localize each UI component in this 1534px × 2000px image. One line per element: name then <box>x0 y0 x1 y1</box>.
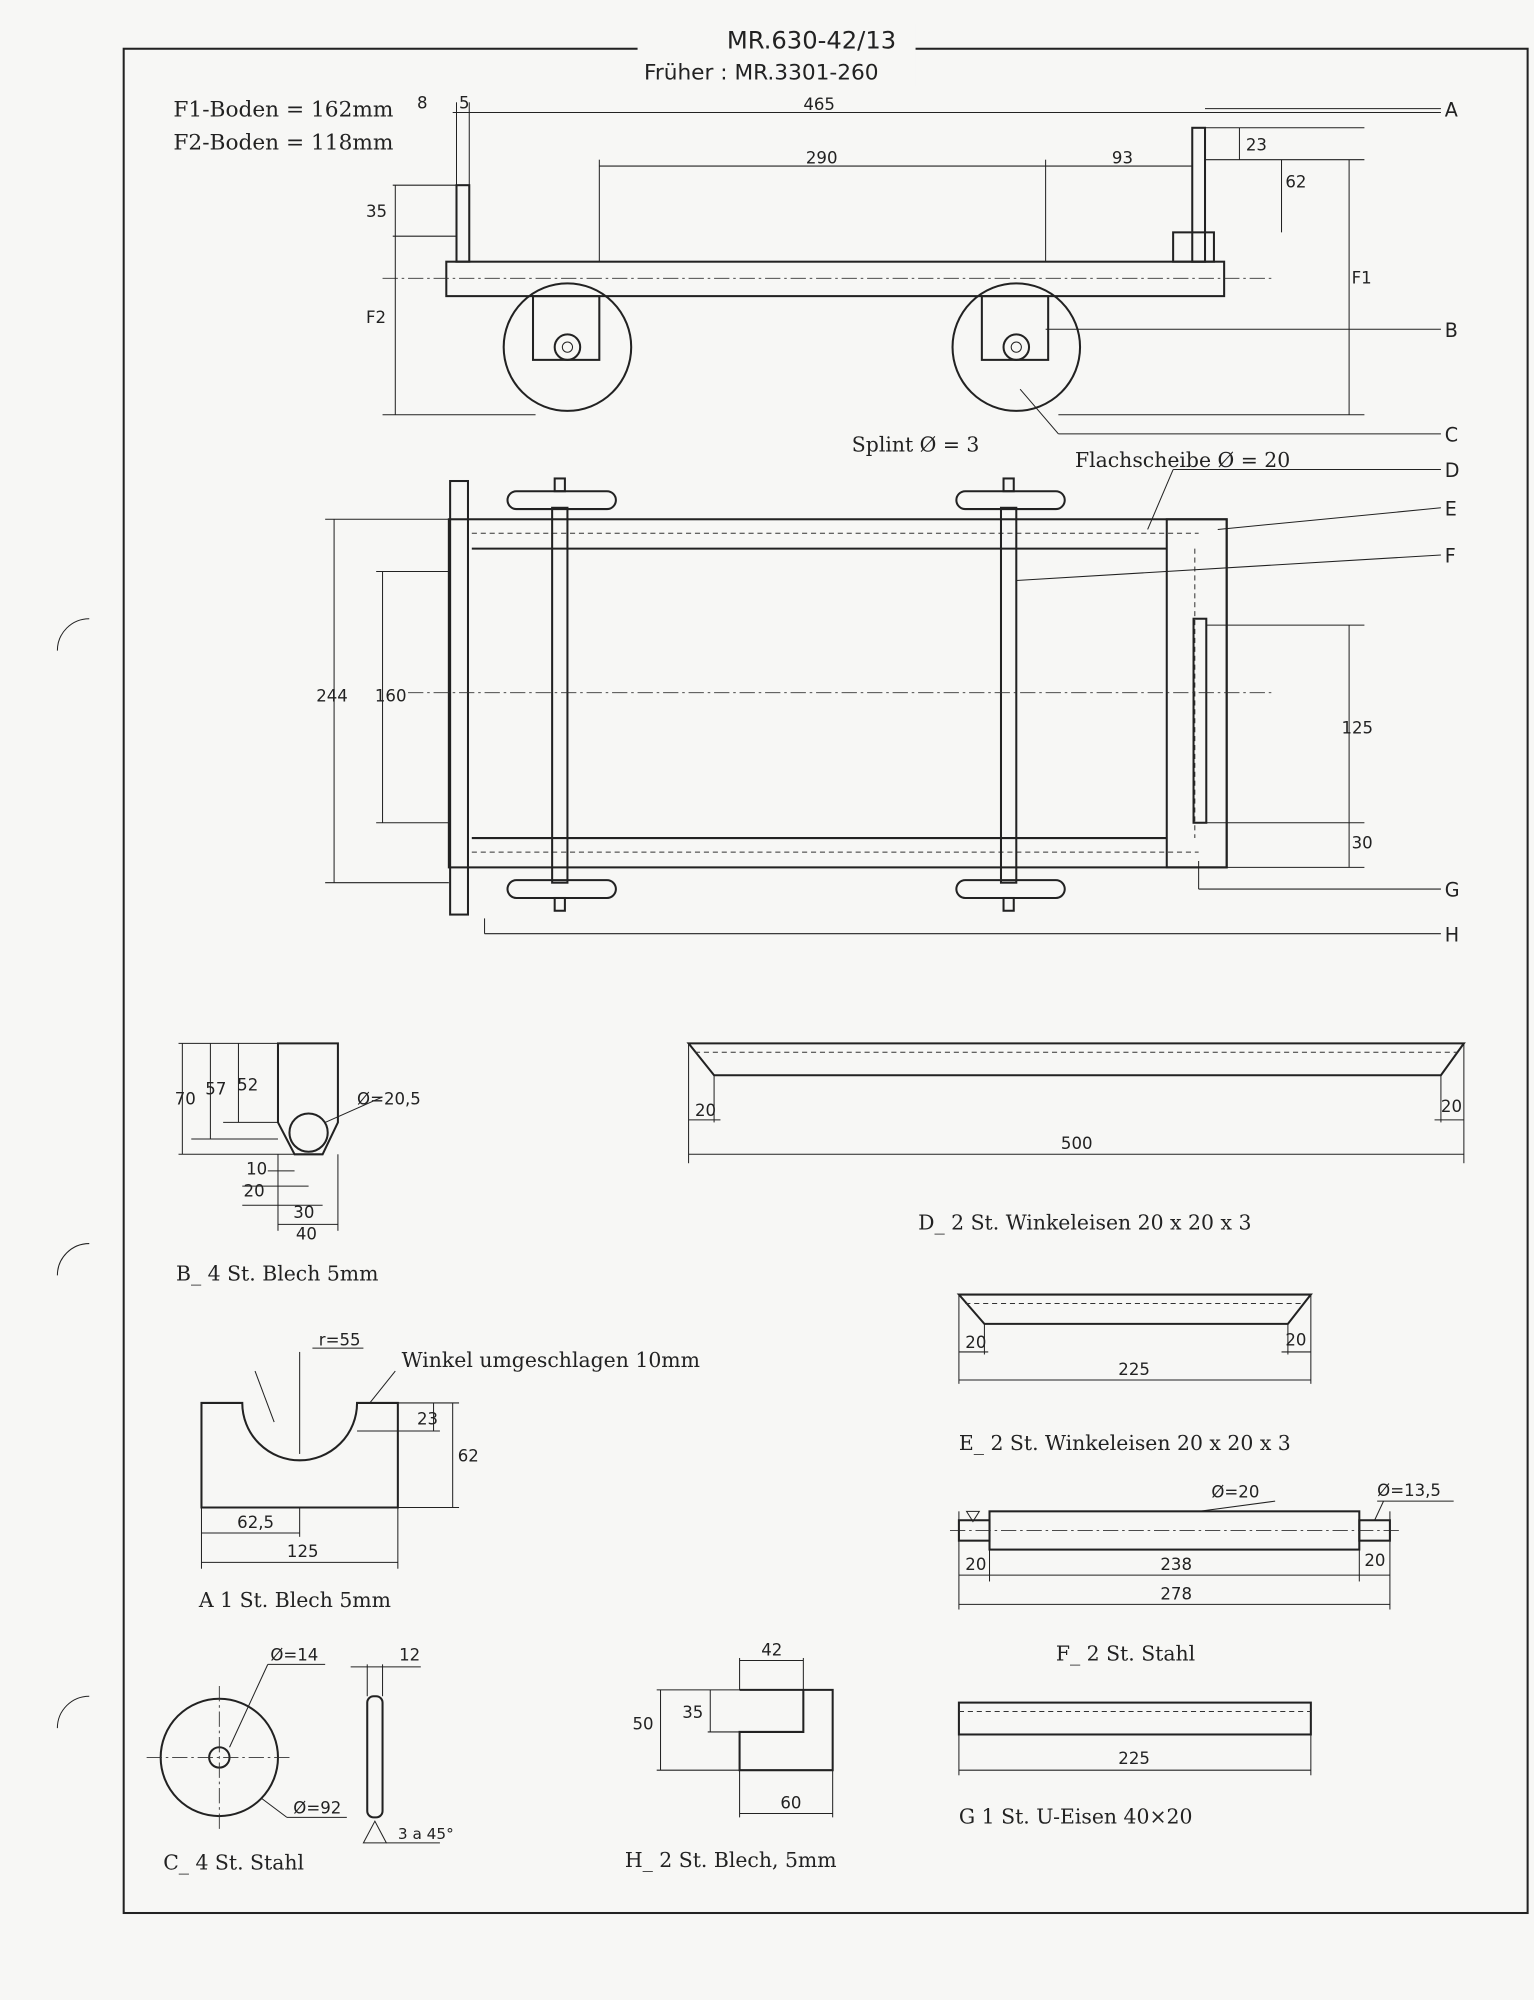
dim: Ø=20 <box>1211 1482 1259 1501</box>
binder-holes <box>56 618 90 1729</box>
dim: 30 <box>293 1203 314 1222</box>
dim: 60 <box>780 1793 801 1812</box>
part-B: 70 57 52 Ø=20,5 10 20 30 40 B_ 4 St. Ble… <box>175 1042 421 1286</box>
part-F-caption: F_ 2 St. Stahl <box>1056 1642 1195 1666</box>
dim: 125 <box>287 1542 319 1561</box>
dim: 12 <box>399 1646 420 1665</box>
dim: 225 <box>1118 1360 1150 1379</box>
former-number: Früher : MR.3301-260 <box>644 60 879 85</box>
dim: 35 <box>682 1703 703 1722</box>
part-D-caption: D_ 2 St. Winkeleisen 20 x 20 x 3 <box>918 1211 1251 1235</box>
drawing-number: MR.630-42/13 <box>727 27 896 55</box>
part-G: 225 G 1 St. U-Eisen 40×20 <box>957 1701 1312 1829</box>
dim: 62 <box>458 1447 479 1466</box>
dim: 10 <box>246 1160 267 1179</box>
dim: 225 <box>1118 1749 1150 1768</box>
part-E: 20 20 225 E_ 2 St. Winkeleisen 20 x 20 x… <box>956 1293 1313 1455</box>
part-G-caption: G 1 St. U-Eisen 40×20 <box>959 1805 1193 1829</box>
dim-8: 8 <box>417 94 428 113</box>
callout-F: F <box>1445 545 1456 568</box>
dim-62: 62 <box>1285 173 1306 192</box>
callout-C: C <box>1445 423 1458 446</box>
dim: r=55 <box>319 1331 361 1350</box>
dim: 23 <box>417 1410 438 1429</box>
callout-H: H <box>1445 923 1459 946</box>
dim: 50 <box>632 1714 653 1733</box>
part-F: Ø=20 Ø=13,5 20 238 20 278 F_ 2 St. Stahl <box>949 1481 1454 1666</box>
dim: 20 <box>244 1181 265 1200</box>
dim-244: 244 <box>316 687 348 706</box>
part-A-caption: A 1 St. Blech 5mm <box>198 1588 391 1612</box>
top-view: 244 160 125 30 <box>316 477 1373 916</box>
callout-E: E <box>1445 497 1457 520</box>
dim-93: 93 <box>1112 149 1133 168</box>
callout-leaders <box>484 108 1441 935</box>
dim: 500 <box>1061 1134 1093 1153</box>
dim: Ø=92 <box>293 1799 341 1818</box>
dim: 3 a 45° <box>398 1825 454 1843</box>
dim: Ø=13,5 <box>1377 1481 1441 1500</box>
part-B-caption: B_ 4 St. Blech 5mm <box>176 1262 379 1286</box>
dim-f2: F2 <box>366 308 386 327</box>
dim: 40 <box>296 1225 317 1244</box>
part-C: Ø=14 Ø=92 12 3 a 45° C_ 4 St. Stahl <box>146 1646 454 1875</box>
part-H: 42 35 50 60 H_ 2 St. Blech, 5mm <box>625 1640 837 1872</box>
note-f2: F2-Boden = 118mm <box>173 130 393 155</box>
part-H-caption: H_ 2 St. Blech, 5mm <box>625 1848 837 1872</box>
part-E-caption: E_ 2 St. Winkeleisen 20 x 20 x 3 <box>959 1431 1291 1455</box>
dim-125: 125 <box>1341 718 1373 737</box>
callout-G: G <box>1445 879 1460 902</box>
dim: 238 <box>1160 1555 1192 1574</box>
dim: 20 <box>965 1333 986 1352</box>
dim: 278 <box>1160 1584 1192 1603</box>
dim-35: 35 <box>366 202 387 221</box>
washer-note: Flachscheibe Ø = 20 <box>1075 448 1290 472</box>
callout-A: A <box>1445 98 1458 121</box>
dim: 62,5 <box>237 1513 274 1532</box>
part-D: 20 20 500 D_ 2 St. Winkeleisen 20 x 20 x… <box>686 1042 1466 1235</box>
dim: 42 <box>761 1640 782 1659</box>
dim-290: 290 <box>806 149 838 168</box>
dim: 20 <box>965 1555 986 1574</box>
dim-160: 160 <box>375 687 407 706</box>
splint-note: Splint Ø = 3 <box>852 433 980 457</box>
dim-465: 465 <box>803 95 835 114</box>
dim-5: 5 <box>459 94 470 113</box>
dim: 20 <box>1285 1331 1306 1350</box>
dim: 20 <box>1364 1551 1385 1570</box>
callout-B: B <box>1445 319 1458 342</box>
side-view: 8 5 465 290 93 23 62 35 F1 F2 <box>366 94 1441 416</box>
callout-D: D <box>1445 459 1460 482</box>
dim: 57 <box>205 1079 226 1098</box>
dim-30: 30 <box>1352 833 1373 852</box>
dim-23: 23 <box>1246 136 1267 155</box>
part-A-note: Winkel umgeschlagen 10mm <box>402 1348 700 1372</box>
dim: 20 <box>695 1101 716 1120</box>
part-C-caption: C_ 4 St. Stahl <box>163 1851 304 1875</box>
dim: 52 <box>237 1076 258 1095</box>
dim: 70 <box>175 1090 196 1109</box>
dim: Ø=14 <box>270 1646 318 1665</box>
dim: 20 <box>1441 1097 1462 1116</box>
dim-f1: F1 <box>1352 268 1372 287</box>
part-A: r=55 Winkel umgeschlagen 10mm 23 62 62,5… <box>198 1331 700 1612</box>
dim: Ø=20,5 <box>357 1090 421 1109</box>
note-f1: F1-Boden = 162mm <box>173 97 393 122</box>
